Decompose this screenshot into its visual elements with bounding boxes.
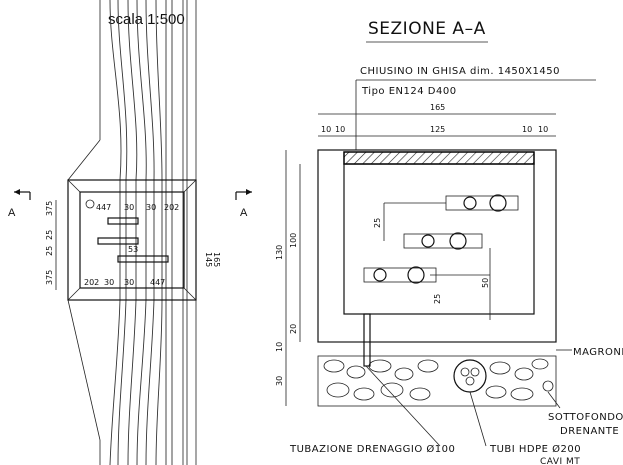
- cover-label-1: CHIUSINO IN GHISA dim. 1450X1450: [360, 66, 560, 77]
- svg-text:10: 10: [538, 125, 548, 134]
- svg-text:50: 50: [481, 278, 490, 288]
- cable-racks: [363, 194, 519, 320]
- label-drain-pipe: TUBAZIONE DRENAGGIO Ø100: [289, 443, 455, 455]
- label-hdpe-tubes: TUBI HDPE Ø200: [489, 443, 581, 455]
- drain-pipe: [363, 313, 371, 367]
- svg-text:165: 165: [430, 103, 445, 112]
- svg-text:30: 30: [124, 203, 134, 212]
- cast-iron-cover: [343, 151, 535, 165]
- svg-text:165: 165: [212, 252, 221, 267]
- plan-view: scala 1:500: [8, 0, 252, 465]
- section-title: SEZIONE A–A: [368, 19, 486, 39]
- svg-text:25: 25: [433, 294, 442, 304]
- svg-text:25: 25: [45, 246, 54, 256]
- svg-text:30: 30: [275, 376, 284, 386]
- svg-text:30: 30: [146, 203, 156, 212]
- manhole-outer: [67, 179, 197, 301]
- svg-text:30: 30: [124, 278, 134, 287]
- section-view: SEZIONE A–A CHIUSINO IN GHISA dim. 1450X…: [275, 19, 623, 465]
- svg-text:202: 202: [164, 203, 179, 212]
- label-cables: CAVI MT: [540, 457, 580, 465]
- svg-text:202: 202: [84, 278, 99, 287]
- svg-text:10: 10: [522, 125, 532, 134]
- svg-text:447: 447: [150, 278, 165, 287]
- chamber-inner: [343, 163, 535, 315]
- section-cut-right: A: [235, 189, 252, 219]
- svg-text:30: 30: [104, 278, 114, 287]
- section-marker-right: A: [240, 207, 248, 219]
- cover-label-2: Tipo EN124 D400: [361, 86, 457, 97]
- label-447-top: 447: [96, 203, 111, 212]
- svg-text:10: 10: [335, 125, 345, 134]
- svg-text:130: 130: [275, 245, 284, 260]
- svg-text:145: 145: [204, 252, 213, 267]
- svg-text:20: 20: [289, 324, 298, 334]
- label-magrone: MAGRONE: [573, 347, 623, 358]
- svg-text:53: 53: [128, 245, 138, 254]
- label-sottofondo: SOTTOFONDO: [548, 412, 623, 423]
- svg-text:100: 100: [289, 233, 298, 248]
- drainage-gravel: [317, 355, 557, 407]
- svg-text:10: 10: [275, 342, 284, 352]
- svg-text:125: 125: [430, 125, 445, 134]
- section-marker-left: A: [8, 207, 16, 219]
- svg-text:25: 25: [45, 230, 54, 240]
- svg-text:375: 375: [45, 270, 54, 285]
- manhole-inner: [79, 191, 185, 289]
- label-drenante: DRENANTE: [560, 426, 619, 437]
- svg-text:10: 10: [321, 125, 331, 134]
- chamber-outer: [317, 149, 557, 343]
- cable-bundle: [109, 0, 173, 465]
- svg-text:375: 375: [45, 201, 54, 216]
- svg-text:25: 25: [373, 218, 382, 228]
- section-cut-left: A: [8, 189, 31, 219]
